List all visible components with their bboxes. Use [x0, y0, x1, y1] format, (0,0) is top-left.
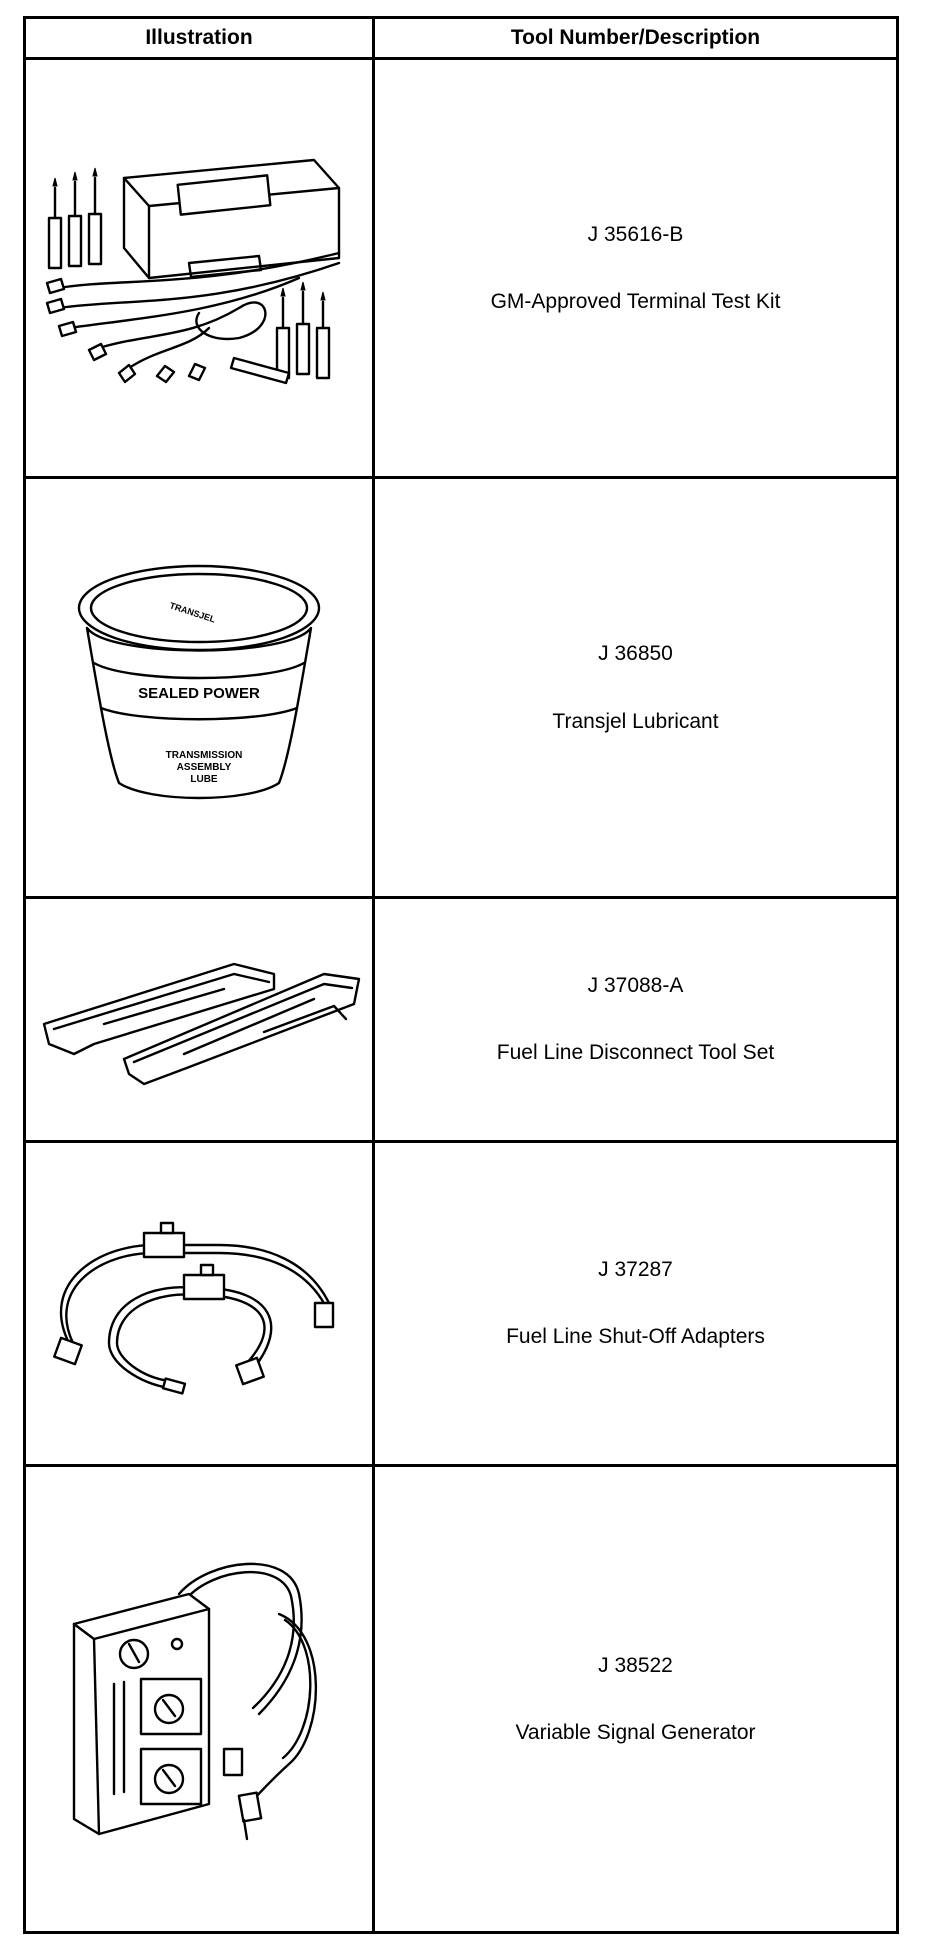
tool-description: Transjel Lubricant — [552, 709, 719, 733]
illustration-header: Illustration — [23, 16, 375, 60]
tub-label-line-1: TRANSMISSION — [166, 750, 243, 761]
tub-label-line-3: LUBE — [190, 774, 218, 785]
tools-table: Illustration Tool Number/Description — [23, 16, 899, 1935]
tool-description: Variable Signal Generator — [515, 1720, 756, 1744]
tool-number: J 36850 — [598, 642, 673, 666]
table-row: J 38522 Variable Signal Generator — [23, 1463, 899, 1935]
terminal-test-kit-icon — [45, 159, 341, 385]
header-row: Illustration Tool Number/Description — [23, 16, 899, 60]
tool-number: J 37088-A — [587, 974, 684, 998]
shut-off-adapters-icon — [53, 1222, 335, 1395]
description-cell: J 37287 Fuel Line Shut-Off Adapters — [372, 1139, 899, 1467]
illustration-cell — [23, 895, 375, 1143]
tool-description: GM-Approved Terminal Test Kit — [490, 290, 781, 314]
illustration-cell — [23, 56, 375, 480]
description-header: Tool Number/Description — [372, 16, 899, 60]
disconnect-tool-set-icon — [42, 963, 361, 1086]
illustration-cell: TRANSJEL SEALED POWER TRANSMISSION ASSEM… — [23, 476, 375, 899]
lubricant-tub-icon: TRANSJEL SEALED POWER TRANSMISSION ASSEM… — [77, 564, 321, 799]
table-row: J 37088-A Fuel Line Disconnect Tool Set — [23, 895, 899, 1143]
description-cell: J 36850 Transjel Lubricant — [372, 476, 899, 899]
tool-number: J 35616-B — [587, 223, 684, 247]
tool-description: Fuel Line Disconnect Tool Set — [496, 1041, 775, 1065]
illustration-cell — [23, 1139, 375, 1467]
description-cell: J 38522 Variable Signal Generator — [372, 1463, 899, 1935]
tool-number: J 38522 — [598, 1653, 673, 1677]
tub-label-line-2: ASSEMBLY — [177, 762, 232, 773]
signal-generator-icon — [72, 1562, 318, 1841]
tool-number: J 37287 — [598, 1258, 673, 1282]
description-cell: J 37088-A Fuel Line Disconnect Tool Set — [372, 895, 899, 1143]
tub-brand-text: SEALED POWER — [138, 685, 260, 702]
tool-description: Fuel Line Shut-Off Adapters — [506, 1325, 765, 1349]
table-row: J 35616-B GM-Approved Terminal Test Kit — [23, 56, 899, 480]
table-row: TRANSJEL SEALED POWER TRANSMISSION ASSEM… — [23, 476, 899, 899]
table-row: J 37287 Fuel Line Shut-Off Adapters — [23, 1139, 899, 1467]
description-cell: J 35616-B GM-Approved Terminal Test Kit — [372, 56, 899, 480]
illustration-cell — [23, 1463, 375, 1935]
